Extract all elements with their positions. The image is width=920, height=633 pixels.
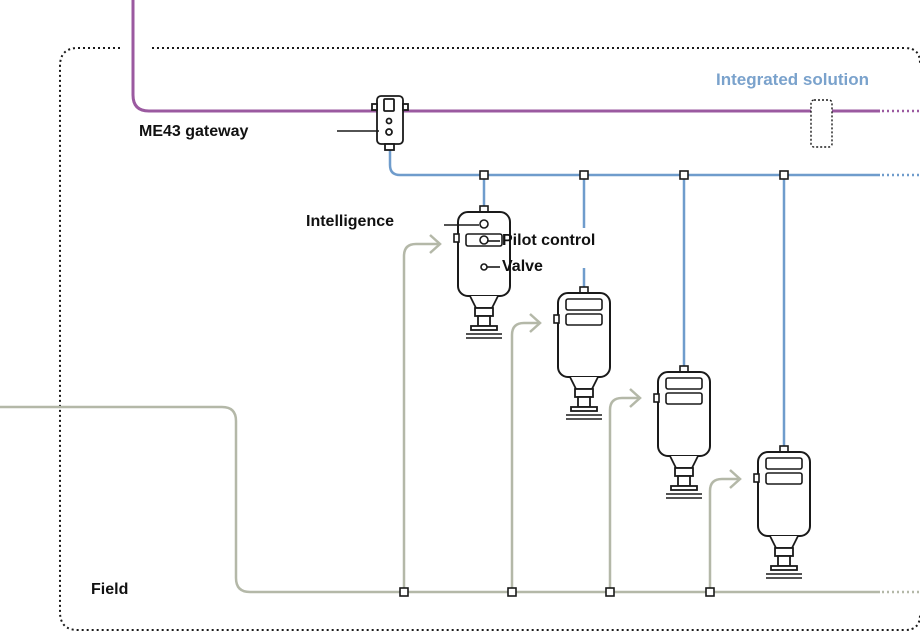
process-valve-icon bbox=[753, 445, 811, 579]
pilot-control-label: Pilot control bbox=[502, 232, 596, 249]
bus-node-icon bbox=[779, 170, 789, 180]
process-valve-icon bbox=[453, 205, 511, 339]
field-feed-2-arrow bbox=[529, 313, 542, 333]
bus-node-icon bbox=[605, 587, 615, 597]
valve-label: Valve bbox=[502, 258, 543, 275]
bus-node-icon bbox=[705, 587, 715, 597]
field-feed-4-arrow bbox=[729, 469, 742, 489]
field-feed-1-arrow bbox=[429, 234, 442, 254]
bus-node-icon bbox=[479, 170, 489, 180]
dashed-device-placeholder-icon bbox=[810, 99, 833, 148]
field-label: Field bbox=[91, 581, 129, 598]
bus-node-icon bbox=[679, 170, 689, 180]
field-feed-2 bbox=[510, 321, 540, 592]
device-bus-line bbox=[388, 150, 880, 177]
field-feed-1 bbox=[402, 242, 440, 592]
intelligence-label: Intelligence bbox=[306, 213, 395, 230]
field-feeds bbox=[402, 234, 742, 592]
integrated-solution-label: Integrated solution bbox=[716, 70, 869, 89]
bus-node-icon bbox=[579, 170, 589, 180]
process-valve-icon bbox=[553, 286, 611, 420]
valve-indicator bbox=[480, 263, 488, 271]
field-feed-3 bbox=[608, 396, 640, 592]
gateway-label: ME43 gateway bbox=[139, 123, 249, 140]
process-valve-icon bbox=[653, 365, 711, 499]
field-feed-4 bbox=[708, 477, 740, 592]
intelligence-indicator bbox=[479, 219, 489, 229]
field-feed-3-arrow bbox=[629, 388, 642, 408]
plant-bus-line bbox=[131, 0, 880, 113]
bus-node-icon bbox=[507, 587, 517, 597]
gateway-device-icon bbox=[371, 95, 409, 151]
bus-node-icon bbox=[399, 587, 409, 597]
field-line bbox=[0, 405, 880, 594]
